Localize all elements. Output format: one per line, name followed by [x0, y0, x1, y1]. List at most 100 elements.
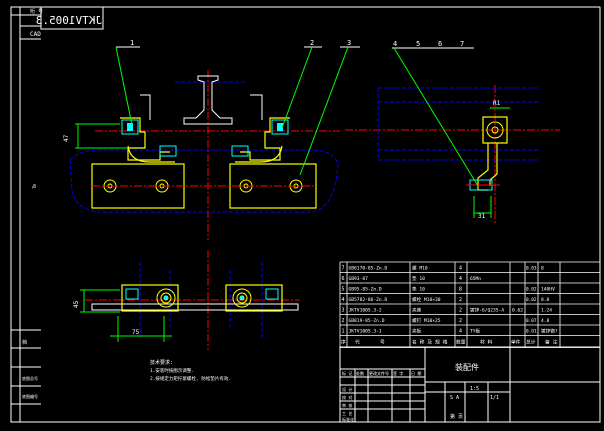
drawing-number: JKTV1005.3 — [36, 14, 102, 27]
i-beam-section — [183, 75, 233, 125]
parts-header-cell: 数量 — [456, 339, 466, 346]
parts-header-cell: 单件 — [511, 339, 521, 346]
part-name: 螺栓 M10×30 — [412, 296, 441, 303]
callout-6[interactable]: 6 — [438, 40, 442, 48]
base-flange — [91, 303, 299, 311]
left-strip-cad: CAD — [30, 31, 41, 38]
dim-47: 47 — [63, 134, 70, 142]
part-weight-label: 0.02 — [526, 287, 537, 293]
part-weight-value: 1.24 — [541, 308, 552, 314]
parts-header-cell: 代 — [355, 339, 360, 346]
rev-row-3: 更改文件号 — [369, 370, 389, 376]
callout-4[interactable]: 4 — [393, 40, 397, 48]
part-qty: 8 — [459, 287, 462, 293]
role-4: 工 艺 — [342, 411, 352, 416]
part-material: TY板 — [470, 328, 481, 335]
callout-1[interactable]: 1 — [130, 39, 134, 47]
rev-row-1: 标 记 — [342, 370, 352, 376]
drawing-number-box — [40, 6, 104, 30]
right-nut — [231, 145, 249, 157]
callouts[interactable]: 1 2 3 4 5 6 7 — [115, 39, 479, 187]
part-weight-value: 140HV — [541, 287, 555, 293]
part-name: 螺 M10 — [412, 265, 428, 272]
dim-45: 45 — [73, 300, 80, 308]
strip-marker: ‹ — [31, 185, 34, 191]
part-qty: 2 — [459, 297, 462, 303]
part-number: 4 — [342, 297, 345, 303]
front-view[interactable]: 47 — [63, 70, 340, 240]
rail-outline — [69, 149, 339, 213]
top-right-clamp — [225, 284, 283, 312]
left-strip-bottom3: 底图编号 — [22, 393, 38, 399]
part-weight-value: 8.8 — [541, 297, 550, 303]
part-weight-value: 4.8 — [541, 318, 550, 324]
left-strip-mark: 8 — [33, 184, 36, 190]
top-left-clamp — [121, 284, 179, 312]
part-material: 65Mn — [470, 276, 481, 282]
part-code: GB93-87 — [349, 276, 369, 282]
callout-2[interactable]: 2 — [310, 39, 314, 47]
part-name: 夹板 — [412, 328, 422, 335]
part-material: 镀锌-6/Q235-A — [470, 307, 504, 314]
parts-header-cell: 材 料 — [480, 339, 493, 346]
dim-r1: R1 — [493, 100, 501, 107]
left-strip-bottom1: 档 — [22, 339, 27, 346]
rev-row-4: 签 字 — [393, 370, 403, 376]
title-block[interactable]: 装配件 S A 1:5 1/1 第 页 标 记 处数 更改文件号 签 字 日 期… — [339, 346, 601, 423]
part-unit-weight: 0.62 — [512, 308, 523, 314]
side-view[interactable]: 31 R1 — [345, 85, 560, 225]
part-code: GB819-85-Zn.D — [349, 318, 385, 324]
part-code: JKTV1005.3-1 — [349, 329, 382, 335]
callout-7[interactable]: 7 — [460, 40, 464, 48]
part-qty: 4 — [459, 276, 462, 282]
part-name: 垫 10 — [412, 275, 425, 282]
part-code: GB6170-85-Zn.D — [349, 266, 388, 272]
left-nut — [159, 145, 177, 157]
scale: 1:5 — [470, 386, 479, 392]
part-weight-label: 0.02 — [526, 297, 537, 303]
part-qty: 4 — [459, 329, 462, 335]
part-qty: 4 — [459, 266, 462, 272]
parts-header-cell: 号 — [380, 340, 385, 346]
callout-3[interactable]: 3 — [347, 39, 351, 47]
part-number: 1 — [342, 329, 345, 335]
part-name: 螺钉 M10×25 — [412, 317, 441, 324]
technical-notes: 技术要求: 1.安装时按图示调整. 2.按规定力矩拧紧螺栓, 防松垫片有效. — [150, 359, 231, 382]
role-1: 设 计 — [342, 386, 352, 392]
part-weight-label: 0.07 — [526, 318, 537, 324]
right-bolt-head — [271, 119, 289, 135]
part-number: 5 — [342, 287, 345, 293]
drawing-name: 装配件 — [455, 362, 479, 372]
part-weight-label: 0.03 — [526, 266, 537, 272]
left-strip-bottom2: 底图总号 — [22, 375, 38, 381]
dim-31: 31 — [478, 213, 486, 220]
part-number: 2 — [342, 318, 345, 324]
part-code: GB5782-86-Zn.D — [349, 297, 388, 303]
part-weight-value: 镀锌铬? — [541, 328, 558, 335]
top-view[interactable]: 45 75 — [73, 250, 300, 350]
dim-75: 75 — [132, 329, 140, 336]
part-number: 6 — [342, 276, 345, 282]
part-name: 垫 10 — [412, 286, 425, 293]
parts-header-cell: 名 称 及 规 格 — [412, 339, 448, 346]
left-bolt-head — [121, 119, 139, 135]
notes-line1: 1.安装时按图示调整. — [150, 367, 194, 374]
rev-row-5: 日 期 — [411, 370, 421, 376]
part-weight-label: 0.01 — [526, 329, 537, 335]
part-number: 3 — [342, 308, 345, 314]
callout-5[interactable]: 5 — [416, 40, 420, 48]
parts-list-table[interactable]: 7 GB6170-85-Zn.D 螺 M10 4 0.03 8 6 GB93-87 垫 10 4 6… — [339, 261, 601, 348]
sheet-of: 第 页 — [450, 413, 463, 420]
part-qty: 2 — [459, 308, 462, 314]
stage: S A — [450, 395, 459, 401]
part-name: 夹座 — [412, 307, 422, 314]
part-number: 7 — [342, 266, 345, 272]
side-clamp — [482, 116, 508, 144]
parts-header-cell: 备 注 — [545, 339, 558, 346]
notes-title: 技术要求: — [150, 359, 173, 366]
parts-header-cell: 总计 — [526, 339, 536, 346]
sheet: 1/1 — [490, 395, 499, 401]
part-qty: 2 — [459, 318, 462, 324]
